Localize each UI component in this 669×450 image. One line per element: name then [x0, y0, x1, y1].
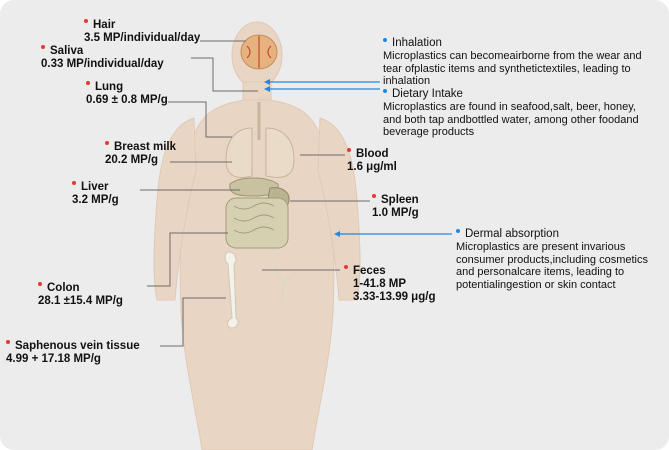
label-lung: Lung 0.69 ± 0.8 MP/g [86, 80, 168, 107]
leader-lines [140, 40, 370, 347]
organ-name: Blood [356, 148, 389, 160]
red-bullet-icon [6, 339, 10, 344]
leader-colon [147, 232, 228, 287]
right-lung-shape [265, 127, 295, 178]
red-bullet-icon [344, 264, 348, 269]
left-arm-shape [153, 117, 197, 301]
label-feces: Feces 1-41.8 MP 3.33-13.99 μg/g [344, 264, 436, 304]
organ-name: Hair [93, 19, 116, 31]
organ-name: Breast milk [114, 141, 177, 153]
left-lung-shape [225, 127, 253, 178]
small-bone-shape [272, 264, 296, 302]
arrowhead-dietary [264, 86, 270, 92]
label-saliva: Saliva 0.33 MP/individual/day [41, 44, 164, 71]
organ-name: Saphenous vein tissue [15, 340, 140, 352]
intestine-coils [233, 202, 275, 234]
leader-saphenous [160, 297, 226, 347]
route-description: Microplastics can becomeairborne from th… [383, 50, 642, 87]
red-bullet-icon [105, 140, 109, 145]
label-colon: Colon 28.1 ±15.4 MP/g [38, 281, 123, 308]
label-hair: Hair 3.5 MP/individual/day [84, 18, 201, 45]
label-spleen: Spleen 1.0 MP/g [372, 193, 419, 220]
label-saphenous: Saphenous vein tissue 4.99 + 17.18 MP/g [6, 339, 140, 366]
organ-value: 1.0 MP/g [372, 207, 419, 219]
label-liver: Liver 3.2 MP/g [72, 180, 119, 207]
blue-bullet-icon [383, 88, 387, 93]
torso-shape [179, 99, 335, 450]
red-bullet-icon [347, 147, 351, 152]
route-dermal: Dermal absorption Microplastics are pres… [456, 228, 661, 291]
arrowhead-dermal [334, 231, 340, 237]
brain-vessels [246, 36, 272, 68]
route-inhalation: Inhalation Microplastics can becomeairbo… [383, 37, 653, 88]
route-title: Dietary Intake [392, 88, 463, 100]
red-bullet-icon [84, 18, 88, 23]
organ-name: Liver [81, 181, 109, 193]
blue-bullet-icon [456, 228, 460, 233]
organ-value: 28.1 ±15.4 MP/g [38, 295, 123, 307]
organ-value: 0.69 ± 0.8 MP/g [86, 94, 168, 106]
route-title: Inhalation [392, 37, 442, 49]
label-breast-milk: Breast milk 20.2 MP/g [105, 140, 177, 167]
organ-value: 3.5 MP/individual/day [84, 32, 201, 44]
organ-value: 1-41.8 MP [353, 278, 407, 290]
red-bullet-icon [86, 80, 90, 85]
organ-name: Saliva [50, 45, 84, 57]
femur-shape [224, 251, 239, 329]
intestines-shape [225, 197, 289, 249]
label-blood: Blood 1.6 μg/ml [347, 147, 397, 174]
organ-value: 1.6 μg/ml [347, 161, 397, 173]
route-dietary: Dietary Intake Microplastics are found i… [383, 88, 655, 139]
route-title: Dermal absorption [465, 228, 559, 240]
organ-value: 4.99 + 17.18 MP/g [6, 353, 101, 365]
red-bullet-icon [41, 44, 45, 49]
leader-saliva [191, 57, 258, 92]
organ-name: Spleen [381, 194, 419, 206]
red-bullet-icon [38, 281, 42, 286]
organ-name: Feces [353, 265, 386, 277]
organ-value: 20.2 MP/g [105, 154, 159, 166]
body-silhouette [153, 21, 361, 450]
arrowhead-inhalation [264, 79, 270, 85]
leader-lung [168, 101, 232, 138]
organ-name: Colon [47, 282, 80, 294]
route-description: Microplastics are present invarious cons… [456, 241, 648, 291]
route-description: Microplastics are found in seafood,salt,… [383, 101, 639, 138]
organ-value: 0.33 MP/individual/day [41, 58, 164, 70]
organ-name: Lung [95, 81, 124, 93]
blue-bullet-icon [383, 37, 387, 42]
route-arrows [264, 79, 452, 237]
red-bullet-icon [72, 180, 76, 185]
organ-value: 3.2 MP/g [72, 194, 119, 206]
organ-value-secondary: 3.33-13.99 μg/g [353, 291, 436, 303]
red-bullet-icon [372, 193, 376, 198]
